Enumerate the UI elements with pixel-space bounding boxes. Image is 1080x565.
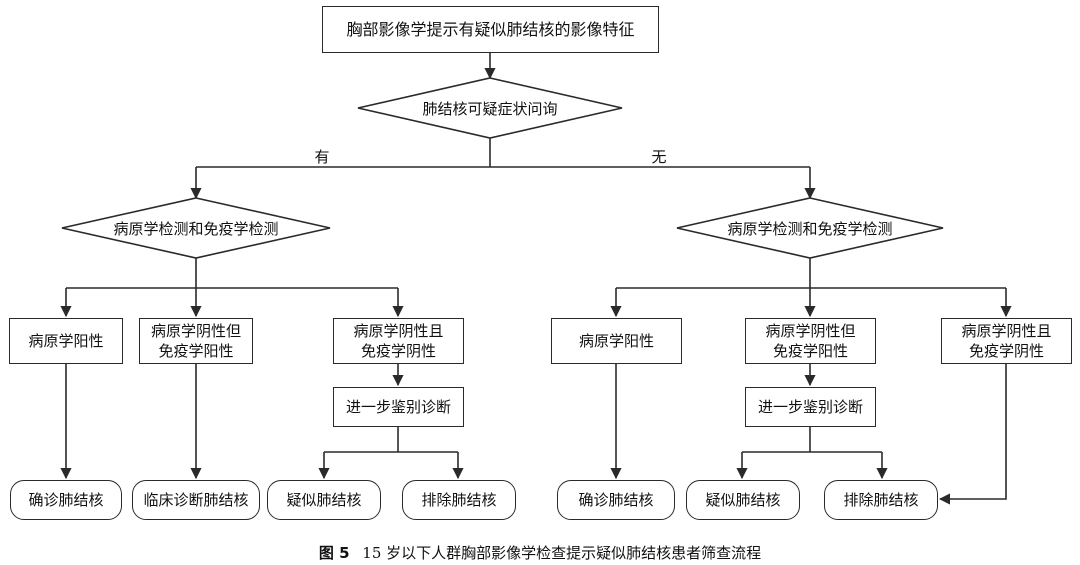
left-confirmed-tb-text: 确诊肺结核 — [28, 491, 104, 509]
right-further-diagnosis-text: 进一步鉴别诊断 — [757, 398, 863, 416]
right-test-decision-label: 病原学检测和免疫学检测 — [727, 219, 893, 238]
right-confirmed-tb-box: 确诊肺结核 — [557, 480, 675, 520]
right-pathogen-positive-text: 病原学阳性 — [578, 332, 654, 350]
right-suspected-tb-text: 疑似肺结核 — [705, 491, 781, 509]
left-clinical-tb-text: 临床诊断肺结核 — [143, 491, 249, 509]
right-further-diagnosis-box: 进一步鉴别诊断 — [745, 387, 876, 427]
left-excluded-tb-box: 排除肺结核 — [402, 480, 516, 520]
branch-yes-label: 有 — [314, 147, 330, 166]
left-further-diagnosis-text: 进一步鉴别诊断 — [345, 398, 451, 416]
right-suspected-tb-box: 疑似肺结核 — [686, 480, 800, 520]
right-neg-but-immune-pos-box: 病原学阴性但 免疫学阳性 — [745, 318, 876, 364]
left-neg-and-immune-neg-text: 病原学阴性且 免疫学阴性 — [353, 322, 444, 360]
left-neg-and-immune-neg-box: 病原学阴性且 免疫学阴性 — [333, 318, 464, 364]
left-pathogen-positive-text: 病原学阳性 — [28, 332, 104, 350]
left-pathogen-positive-box: 病原学阳性 — [9, 318, 123, 364]
arrow-right-c-to-excluded — [938, 364, 1007, 505]
figure-caption: 图 5 15 岁以下人群胸部影像学检查提示疑似肺结核患者筛查流程 — [0, 542, 1080, 562]
start-box: 胸部影像学提示有疑似肺结核的影像特征 — [322, 6, 659, 53]
left-excluded-tb-text: 排除肺结核 — [421, 491, 497, 509]
right-neg-and-immune-neg-text: 病原学阴性且 免疫学阴性 — [961, 322, 1052, 360]
right-confirmed-tb-text: 确诊肺结核 — [578, 491, 654, 509]
right-neg-and-immune-neg-box: 病原学阴性且 免疫学阴性 — [941, 318, 1072, 364]
symptom-decision-label: 肺结核可疑症状问询 — [422, 99, 558, 118]
left-suspected-tb-box: 疑似肺结核 — [267, 480, 381, 520]
symptom-decision-diamond — [357, 77, 623, 139]
left-confirmed-tb-box: 确诊肺结核 — [10, 480, 122, 520]
left-neg-but-immune-pos-text: 病原学阴性但 免疫学阳性 — [150, 322, 241, 360]
figure-caption-text: 15 岁以下人群胸部影像学检查提示疑似肺结核患者筛查流程 — [362, 544, 762, 562]
right-neg-but-immune-pos-text: 病原学阴性但 免疫学阳性 — [765, 322, 856, 360]
left-test-decision-label: 病原学检测和免疫学检测 — [113, 219, 279, 238]
left-neg-but-immune-pos-box: 病原学阴性但 免疫学阳性 — [139, 318, 253, 364]
branch-no-label: 无 — [651, 147, 667, 166]
left-clinical-tb-box: 临床诊断肺结核 — [132, 480, 260, 520]
figure-number: 图 5 — [318, 544, 350, 562]
left-suspected-tb-text: 疑似肺结核 — [286, 491, 362, 509]
right-excluded-tb-text: 排除肺结核 — [843, 491, 919, 509]
start-box-text: 胸部影像学提示有疑似肺结核的影像特征 — [346, 19, 635, 39]
right-test-decision-diamond — [676, 197, 944, 259]
left-further-diagnosis-box: 进一步鉴别诊断 — [333, 387, 464, 427]
right-excluded-tb-box: 排除肺结核 — [824, 480, 938, 520]
right-pathogen-positive-box: 病原学阳性 — [551, 318, 682, 364]
left-test-decision-diamond — [61, 197, 331, 259]
